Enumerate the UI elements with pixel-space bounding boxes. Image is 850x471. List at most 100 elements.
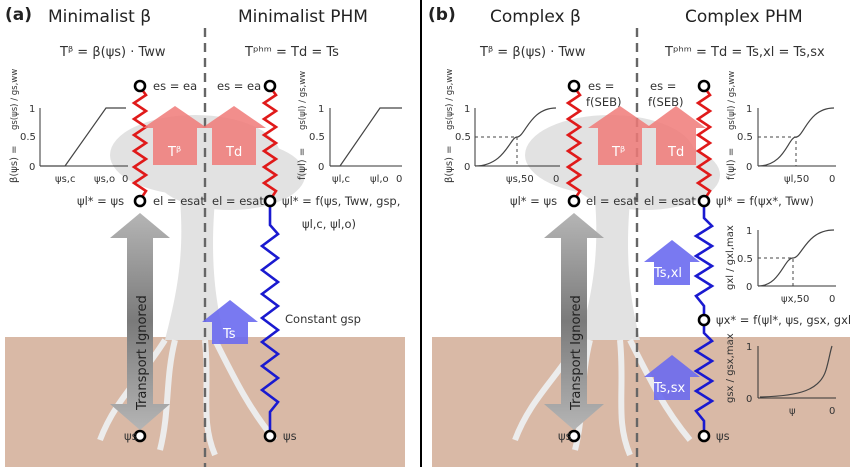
sx-graph-b: 1 0 ψ 0 gsx / gsx,max — [725, 333, 836, 417]
xl-graph-b: 1 0.5 0 ψx,50 0 gxl / gxl,max — [725, 225, 836, 305]
svg-text:gs(ψl) / gs,ww: gs(ψl) / gs,ww — [727, 71, 737, 130]
svg-text:Tᵝ: Tᵝ — [167, 145, 181, 160]
label-b-left-mid-right: el = esat — [586, 194, 638, 208]
svg-text:0: 0 — [122, 174, 128, 185]
beta-graph-a: 1 0.5 0 ψs,c ψs,o 0 β(ψs) = gs(ψs) / gs,… — [9, 69, 128, 185]
svg-text:0.5: 0.5 — [455, 132, 471, 143]
node-a-right-bottom — [263, 429, 277, 443]
label-b-left-mid-left: ψl* = ψs — [510, 194, 557, 208]
svg-text:1: 1 — [746, 226, 752, 237]
label-b-right-top-1: es = — [650, 79, 676, 93]
transport-arrow-b: Transport Ignored — [544, 213, 604, 430]
label-a-right-top: es = ea — [217, 79, 261, 93]
svg-text:ψs,c: ψs,c — [55, 174, 75, 185]
svg-text:ψl,c: ψl,c — [332, 174, 350, 185]
zigzag-red-a-left — [131, 86, 149, 201]
node-a-left-mid — [133, 194, 147, 208]
node-a-right-top — [263, 79, 277, 93]
svg-text:0.5: 0.5 — [20, 132, 36, 143]
svg-text:1: 1 — [318, 104, 324, 115]
node-b-right-xylem — [697, 313, 711, 327]
svg-text:Transport Ignored: Transport Ignored — [569, 295, 584, 411]
phm-graph-b: 1 0.5 0 ψl,50 0 f(ψl) = gs(ψl) / gs,ww — [726, 71, 836, 185]
svg-text:0: 0 — [318, 162, 324, 173]
svg-text:ψl,o: ψl,o — [370, 174, 389, 185]
panel-b-label: (b) — [428, 5, 456, 25]
panel-a-right-title: Minimalist PHM — [238, 7, 368, 27]
panel-a-right-eq: Tᵖʰᵐ = Td = Ts — [244, 45, 339, 60]
panel-b-left-eq: Tᵝ = β(ψs) · Tww — [479, 45, 586, 60]
label-a-left-top: es = ea — [153, 79, 197, 93]
panel-b-right-title: Complex PHM — [685, 7, 803, 27]
svg-text:ψs,50: ψs,50 — [506, 174, 534, 185]
svg-text:0: 0 — [829, 294, 835, 305]
svg-text:Ts,xl: Ts,xl — [653, 266, 682, 281]
node-b-left-bottom — [567, 429, 581, 443]
zigzag-blue-b-upper — [693, 200, 715, 320]
zigzag-blue-a — [259, 200, 281, 436]
label-a-bottom-right: ψs — [283, 429, 297, 443]
node-a-left-bottom — [133, 429, 147, 443]
svg-text:0: 0 — [464, 162, 470, 173]
svg-text:1: 1 — [464, 104, 470, 115]
beta-graph-b: 1 0.5 0 ψs,50 0 β(ψs) = gs(ψs) / gs,ww — [444, 69, 560, 185]
svg-text:gs(ψl) / gs,ww: gs(ψl) / gs,ww — [298, 71, 308, 130]
svg-text:gxl / gxl,max: gxl / gxl,max — [725, 225, 736, 290]
svg-text:ψ: ψ — [789, 406, 796, 417]
arrow-a-Tbeta: Tᵝ — [143, 106, 207, 165]
svg-text:0: 0 — [746, 162, 752, 173]
node-a-left-top — [133, 79, 147, 93]
svg-text:Ts: Ts — [222, 327, 236, 342]
arrow-a-Td: Td — [202, 106, 266, 165]
label-b-bottom-left: ψs — [558, 429, 572, 443]
svg-text:0.5: 0.5 — [737, 132, 753, 143]
node-b-right-bottom — [697, 429, 711, 443]
arrow-b-Td: Td — [646, 106, 706, 165]
panel-b-right-eq: Tᵖʰᵐ = Td = Ts,xl = Ts,sx — [664, 45, 825, 60]
label-a-left-mid-left: ψl* = ψs — [77, 194, 124, 208]
svg-text:Tᵝ: Tᵝ — [611, 145, 625, 160]
svg-text:Td: Td — [667, 145, 684, 160]
svg-text:ψx,50: ψx,50 — [781, 294, 809, 305]
panel-a-left-title: Minimalist β — [48, 7, 151, 27]
zigzag-red-a-right — [261, 86, 279, 201]
svg-text:0: 0 — [553, 174, 559, 185]
label-b-bottom-right: ψs — [716, 429, 730, 443]
label-a-right-mid-left: el = esat — [212, 194, 264, 208]
arrow-b-Tssx: Ts,sx — [644, 355, 700, 400]
arrow-b-Tsxl: Ts,xl — [644, 240, 700, 285]
label-a-right-mid-right2: ψl,c, ψl,o) — [302, 217, 356, 231]
svg-text:β(ψs) =: β(ψs) = — [444, 145, 455, 183]
label-a-bottom-left: ψs — [124, 429, 138, 443]
svg-text:gs(ψs) / gs,ww: gs(ψs) / gs,ww — [445, 69, 455, 130]
panel-a-left-eq: Tᵝ = β(ψs) · Tww — [59, 45, 166, 60]
svg-text:Ts,sx: Ts,sx — [653, 381, 685, 396]
svg-text:0: 0 — [29, 162, 35, 173]
svg-text:0: 0 — [746, 394, 752, 405]
svg-text:Transport Ignored: Transport Ignored — [135, 295, 150, 411]
svg-text:Td: Td — [225, 145, 242, 160]
svg-text:ψl,50: ψl,50 — [784, 174, 809, 185]
label-b-right-top-2: f(SEB) — [648, 95, 683, 109]
label-b-left-top-1: es = — [588, 79, 614, 93]
svg-text:0: 0 — [396, 174, 402, 185]
node-b-right-top — [697, 79, 711, 93]
svg-text:0.5: 0.5 — [309, 132, 325, 143]
arrow-a-Ts: Ts — [202, 300, 258, 344]
zigzag-blue-b-lower — [693, 320, 715, 436]
svg-text:0.5: 0.5 — [737, 254, 753, 265]
svg-text:gs(ψs) / gs,ww: gs(ψs) / gs,ww — [10, 69, 20, 130]
zigzag-red-b-left — [565, 86, 583, 201]
svg-text:1: 1 — [29, 104, 35, 115]
svg-text:ψs,o: ψs,o — [94, 174, 115, 185]
label-b-right-mid-right: ψl* = f(ψx*, Tww) — [716, 194, 814, 208]
svg-text:1: 1 — [746, 104, 752, 115]
panel-b-left-title: Complex β — [490, 7, 581, 27]
label-b-xnode: ψx* = f(ψl*, ψs, gsx, gxl) — [716, 313, 850, 327]
svg-text:f(ψl) =: f(ψl) = — [726, 148, 737, 180]
label-b-left-top-2: f(SEB) — [586, 95, 621, 109]
svg-text:0: 0 — [829, 174, 835, 185]
node-b-left-mid — [567, 194, 581, 208]
